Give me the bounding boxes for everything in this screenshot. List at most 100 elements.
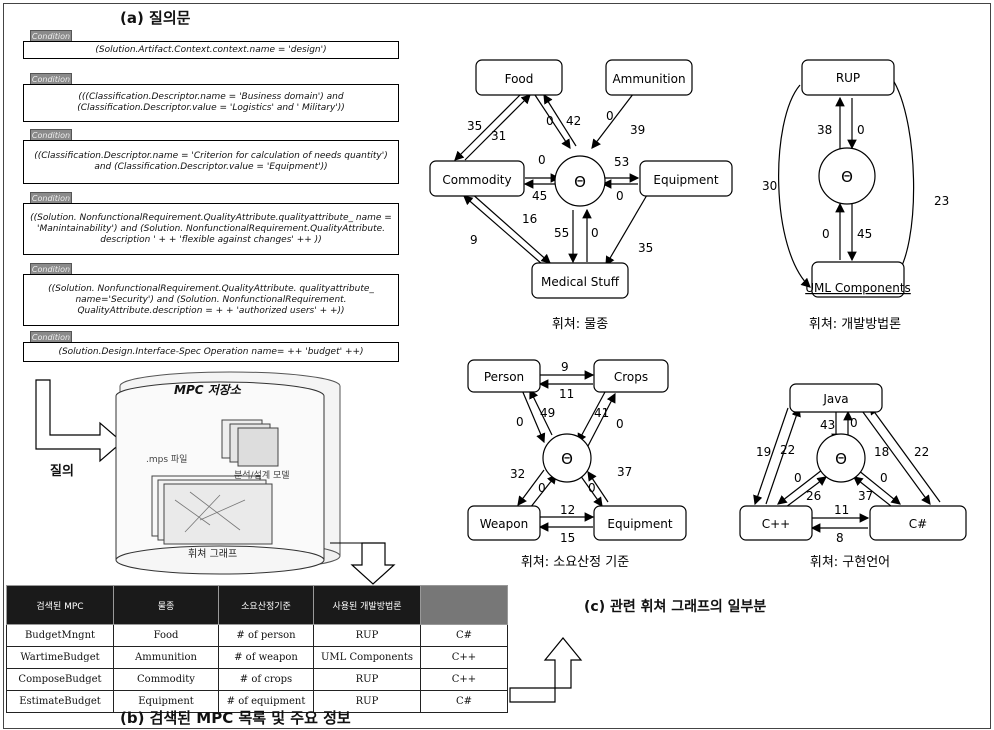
- center-node: [542, 433, 592, 483]
- table-cell: # of weapon: [218, 646, 314, 669]
- edge-label: 31: [491, 129, 506, 143]
- center-node: [554, 155, 606, 207]
- feature-graphs: Food Ammunition Commodity Equipment Medi…: [429, 59, 967, 570]
- table-cell: # of person: [218, 624, 314, 647]
- table-header: 검색된 MPC: [6, 585, 114, 625]
- edge-label: 41: [594, 406, 609, 420]
- edge-label: 15: [560, 531, 575, 545]
- table-header: [420, 585, 508, 625]
- node-weapon: [467, 505, 541, 541]
- node-ammunition: [605, 59, 693, 96]
- edge-label: 30: [762, 179, 777, 193]
- table-cell: BudgetMngnt: [6, 624, 114, 647]
- node-commodity: [429, 160, 525, 197]
- edge-label: 45: [857, 227, 872, 241]
- edge-label: 0: [822, 227, 830, 241]
- table-row: EstimateBudget Equipment # of equipment …: [6, 690, 508, 713]
- figure-frame: [3, 3, 991, 729]
- graph2-caption: 휘쳐: 개발방법론: [809, 317, 901, 332]
- query-1: (Solution.Artifact.Context.context.name …: [23, 41, 399, 59]
- table-header: 사용된 개발방법론: [313, 585, 421, 625]
- node-label: C++: [762, 517, 791, 531]
- node-crops: [593, 359, 669, 393]
- edge-label: 0: [516, 415, 524, 429]
- node-label: Weapon: [480, 517, 528, 531]
- edge-label: 32: [510, 467, 525, 481]
- query-arrow: [35, 379, 123, 463]
- model-label: 분석/설계 모델: [234, 471, 290, 481]
- edge-label: 0: [538, 481, 546, 495]
- result-table: 검색된 MPC 물종 소요산정기준 사용된 개발방법론 BudgetMngnt …: [6, 585, 508, 713]
- edge-label: 16: [522, 212, 537, 226]
- node-label: Crops: [614, 370, 648, 384]
- table-row: BudgetMngnt Food # of person RUP C#: [6, 624, 508, 647]
- edge-label: 12: [560, 503, 575, 517]
- query-4: ((Solution. NonfunctionalRequirement.Qua…: [23, 203, 399, 255]
- node-label: Equipment: [607, 517, 672, 531]
- edge-label: 0: [591, 226, 599, 240]
- edge-label: 26: [806, 489, 821, 503]
- edge-label: 9: [561, 360, 569, 374]
- node-label: RUP: [836, 71, 860, 85]
- table-cell: C#: [420, 690, 508, 713]
- query-3: ((Classification.Descriptor.name = 'Crit…: [23, 140, 399, 184]
- center-symbol: Θ: [574, 173, 586, 191]
- edge-label: 39: [630, 123, 645, 137]
- section-b-title: (b) 검색된 MPC 목록 및 주요 정보: [120, 709, 351, 727]
- edge-label: 35: [638, 241, 653, 255]
- table-cell: Commodity: [113, 668, 219, 691]
- section-c-title: (c) 관련 휘쳐 그래프의 일부분: [584, 599, 767, 615]
- edge-label: 37: [617, 465, 632, 479]
- table-header: 소요산정기준: [218, 585, 314, 625]
- query-5: ((Solution. NonfunctionalRequirement.Qua…: [23, 274, 399, 326]
- node-label: Equipment: [653, 173, 718, 187]
- node-java: [789, 383, 883, 413]
- graph4: Java C++ C# Θ 43 0 19 22 18 22 0 0 26 37…: [739, 383, 967, 545]
- node-medical-stuff: [531, 262, 629, 299]
- node-rup: [801, 59, 895, 96]
- table-cell: ComposeBudget: [6, 668, 114, 691]
- node-cpp: [739, 505, 813, 541]
- graph4-caption: 휘쳐: 구현언어: [810, 555, 890, 570]
- result-arrow: [350, 542, 396, 585]
- query-6: (Solution.Design.Interface-Spec Operatio…: [23, 342, 399, 362]
- edge-label: 0: [850, 416, 858, 430]
- node-person: [467, 359, 541, 393]
- node-equipment: [639, 160, 733, 197]
- edge-label: 0: [588, 481, 596, 495]
- mps-file-label: .mps 파일: [146, 455, 188, 465]
- graph-label: 휘쳐 그래프: [188, 549, 238, 560]
- edge-label: 0: [546, 114, 554, 128]
- graph-arrow: [509, 637, 583, 703]
- query-2: (((Classification.Descriptor.name = 'Bus…: [23, 84, 399, 122]
- edge-label: 0: [857, 123, 865, 137]
- edge-label: 22: [780, 443, 795, 457]
- graph1: Food Ammunition Commodity Equipment Medi…: [429, 59, 733, 299]
- table-header-row: 검색된 MPC 물종 소요산정기준 사용된 개발방법론: [6, 585, 508, 625]
- edge-label: 45: [532, 189, 547, 203]
- table-row: WartimeBudget Ammunition # of weapon UML…: [6, 646, 508, 669]
- edge-label: 11: [559, 387, 574, 401]
- edge-label: 8: [836, 531, 844, 545]
- edge-label: 43: [820, 418, 835, 432]
- table-row: ComposeBudget Commodity # of crops RUP C…: [6, 668, 508, 691]
- table-cell: Ammunition: [113, 646, 219, 669]
- edge-label: 0: [538, 153, 546, 167]
- table-cell: C++: [420, 668, 508, 691]
- table-cell: C#: [420, 624, 508, 647]
- table-cell: # of crops: [218, 668, 314, 691]
- edge-label: 23: [934, 194, 949, 208]
- section-a-title: (a) 질의문: [120, 9, 191, 27]
- table-header: 물종: [113, 585, 219, 625]
- node-food: [475, 59, 563, 96]
- graph3-caption: 휘쳐: 소요산정 기준: [521, 555, 629, 570]
- node-label: C#: [909, 517, 927, 531]
- table-cell: C++: [420, 646, 508, 669]
- table-cell: RUP: [313, 690, 421, 713]
- edge-label: 55: [554, 226, 569, 240]
- edge-label: 9: [470, 233, 478, 247]
- node-label: UML Components: [805, 281, 911, 295]
- table-cell: WartimeBudget: [6, 646, 114, 669]
- center-symbol: Θ: [841, 168, 853, 186]
- node-equipment-2: [593, 505, 687, 541]
